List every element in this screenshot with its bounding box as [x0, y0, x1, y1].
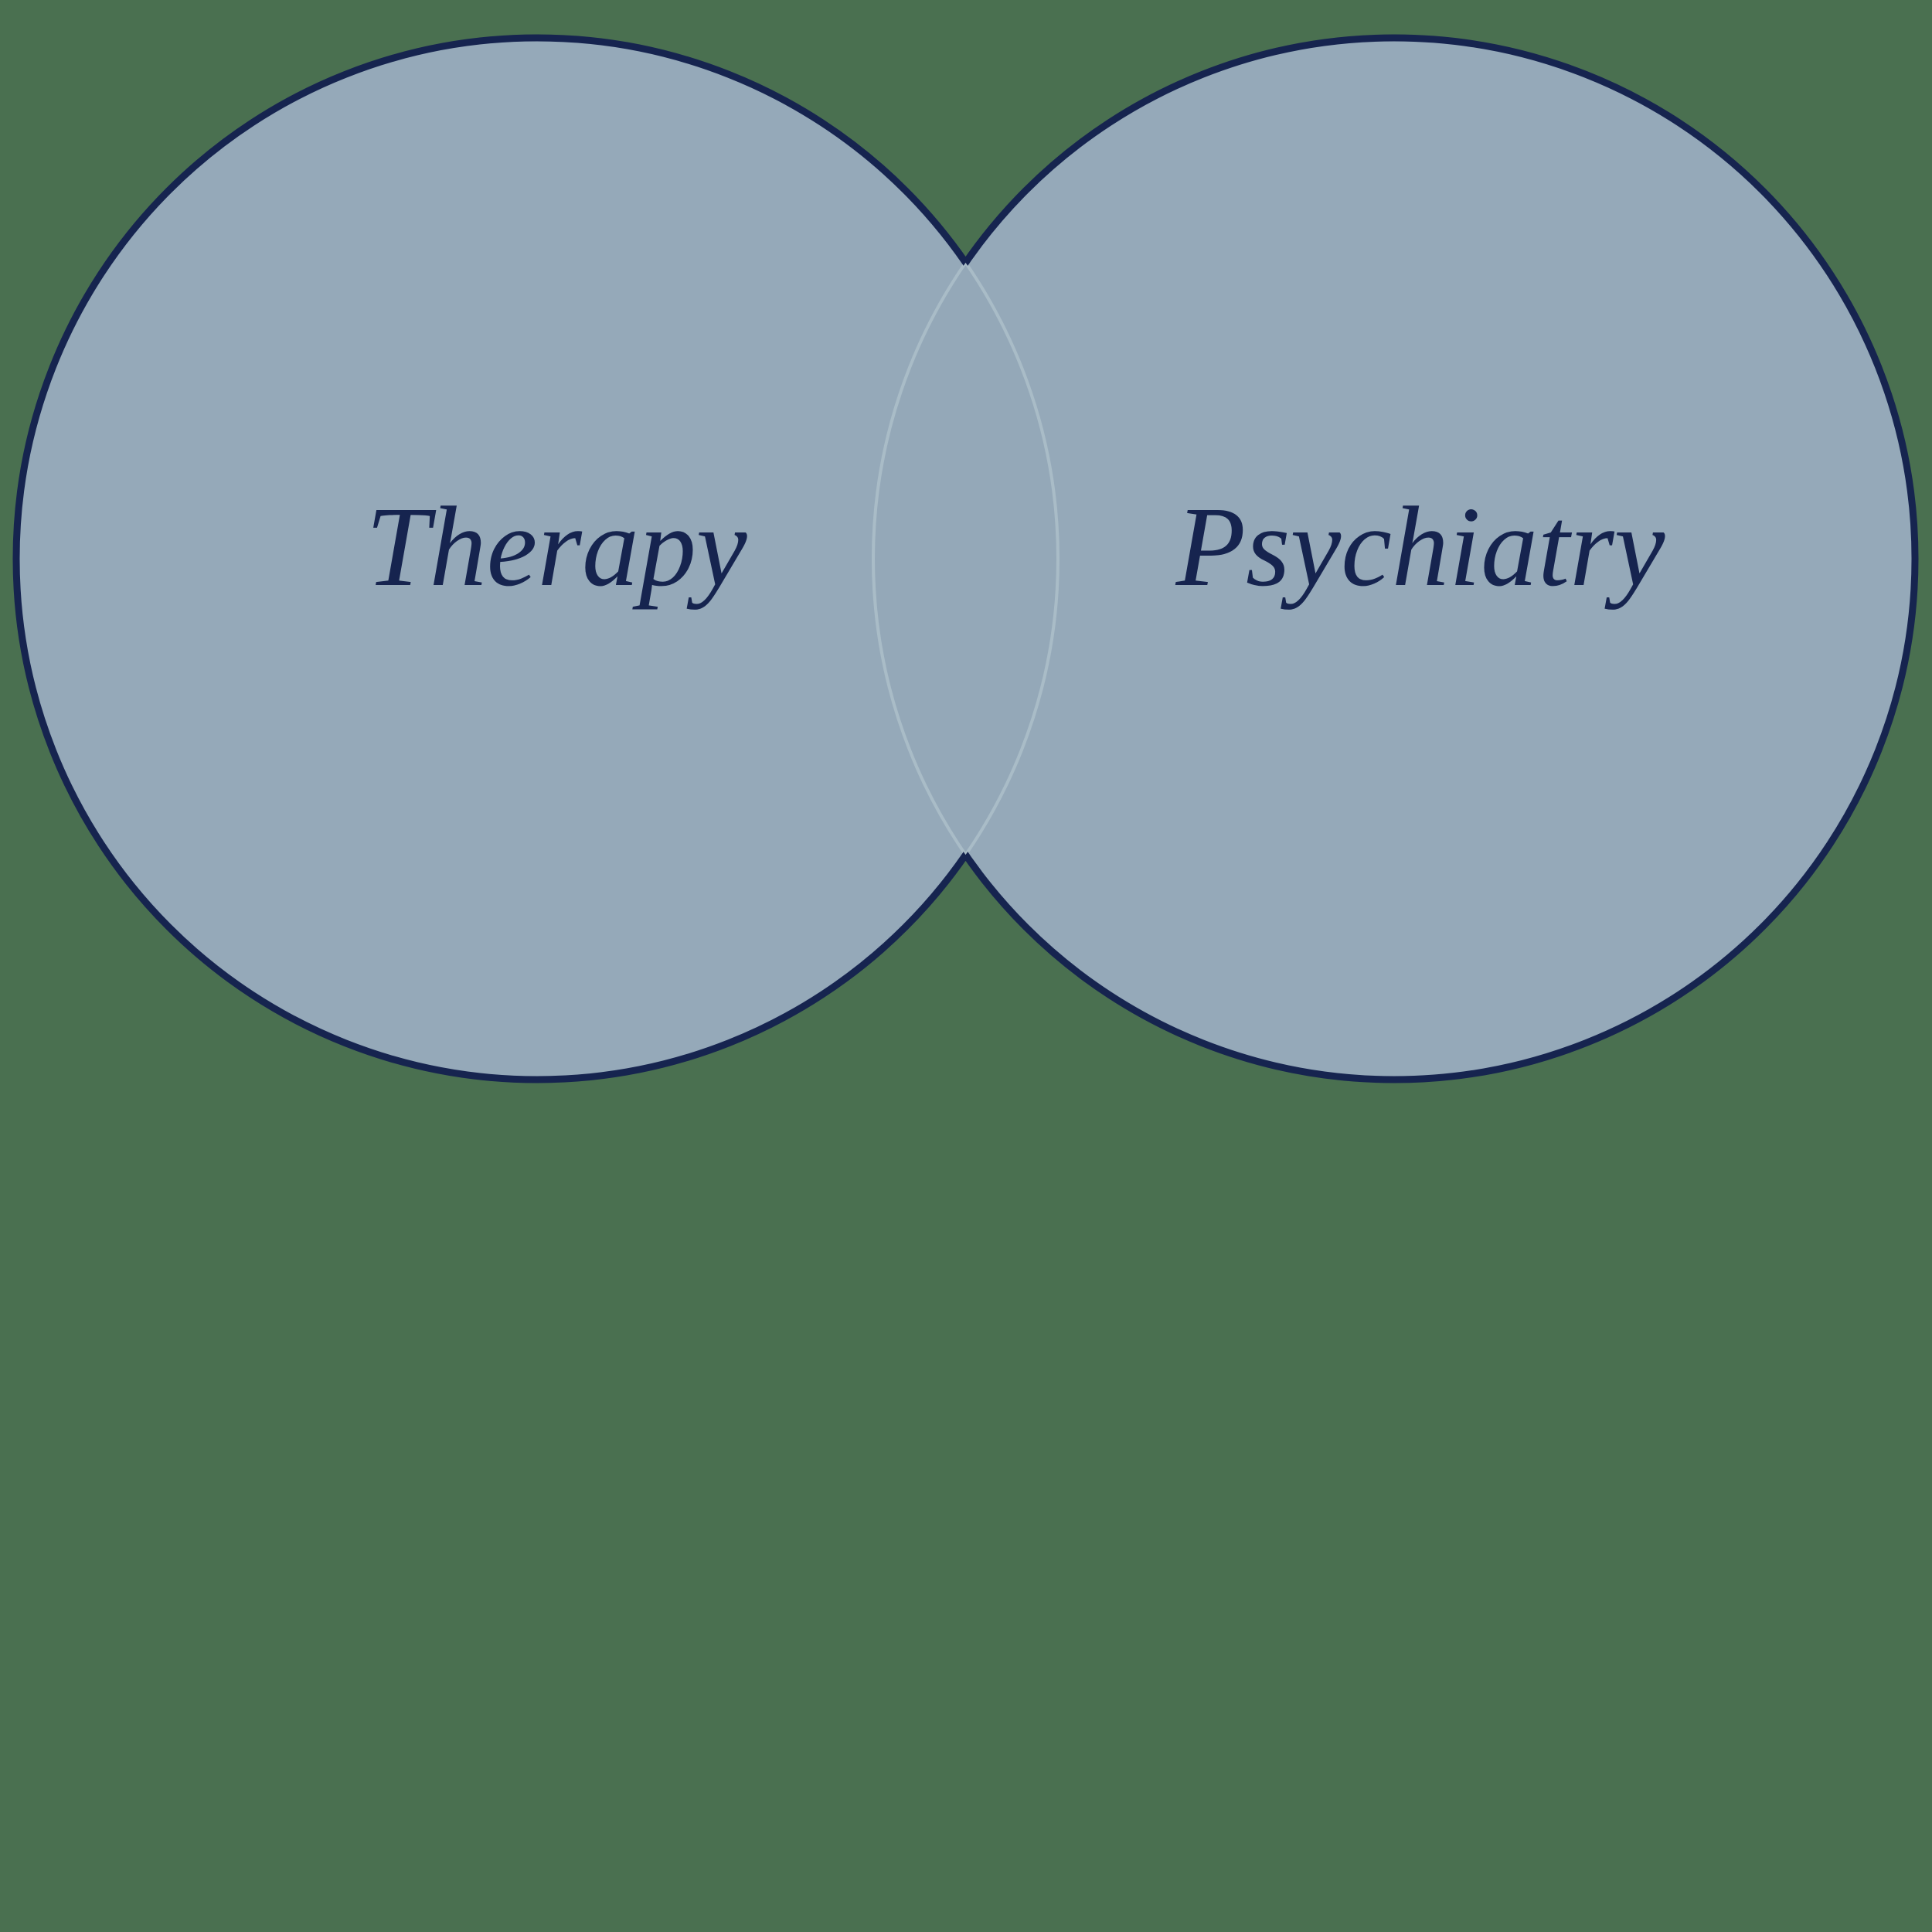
set-circle-right-outline — [869, 34, 1919, 1083]
set-label-therapy: Therapy — [366, 484, 747, 611]
set-circle-left-fill — [16, 38, 1058, 1080]
set-circle-left-outline — [12, 34, 1062, 1083]
set-circle-right-fill — [873, 38, 1915, 1080]
set-label-psychiatry: Psychiatry — [1175, 484, 1665, 611]
